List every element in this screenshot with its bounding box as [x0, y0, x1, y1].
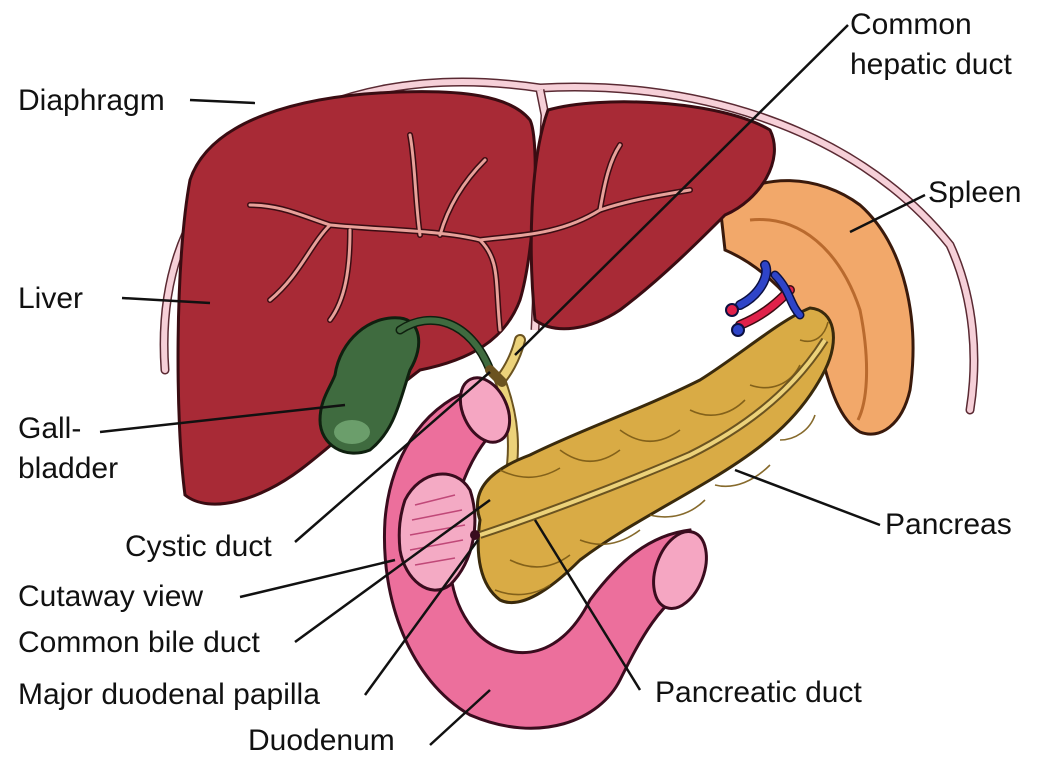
- major-duodenal-papilla: [470, 530, 480, 540]
- label-bladder: bladder: [18, 452, 118, 486]
- label-gall: Gall-: [18, 412, 81, 446]
- label-duodenum: Duodenum: [248, 724, 395, 758]
- label-common: Common: [850, 8, 972, 42]
- leader-cutaway-view: [240, 560, 395, 597]
- label-pancreatic-duct: Pancreatic duct: [655, 676, 862, 710]
- leader-diaphragm: [190, 100, 255, 103]
- label-cutaway-view: Cutaway view: [18, 580, 203, 614]
- cutaway-view: [399, 474, 475, 590]
- label-common-bile-duct: Common bile duct: [18, 626, 260, 660]
- label-major-duodenal-papilla: Major duodenal papilla: [18, 678, 320, 712]
- leader-pancreas: [735, 470, 880, 525]
- label-spleen: Spleen: [928, 176, 1021, 210]
- label-liver: Liver: [18, 282, 83, 316]
- label-diaphragm: Diaphragm: [18, 84, 165, 118]
- label-hepatic-duct: hepatic duct: [850, 48, 1012, 82]
- label-pancreas: Pancreas: [885, 508, 1012, 542]
- label-cystic-duct: Cystic duct: [125, 530, 272, 564]
